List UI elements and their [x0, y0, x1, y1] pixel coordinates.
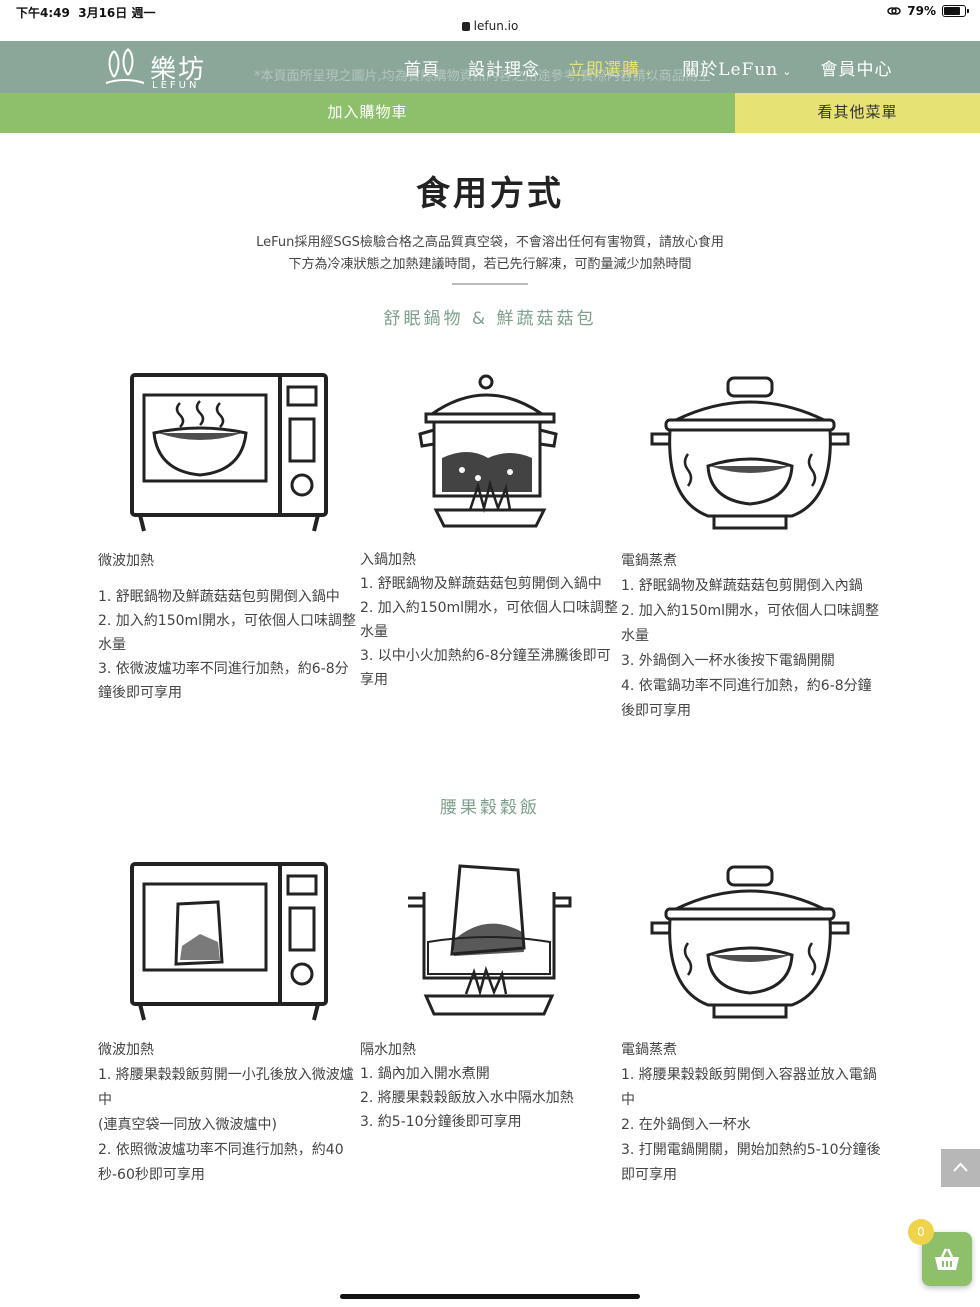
back-to-top-button[interactable] [941, 1149, 980, 1187]
nav-member[interactable]: 會員中心 [820, 60, 893, 80]
step-line: 2. 加入約150ml開水，可依個人口味調整 [621, 603, 880, 619]
step-line: 1. 舒眠鍋物及鮮蔬菇菇包剪開倒入鍋中 [98, 589, 340, 605]
step-line: 1. 將腰果穀穀飯剪開倒入容器並放入電鍋 [621, 1067, 877, 1083]
step-line: 2. 依照微波爐功率不同進行加熱，約40 [98, 1142, 344, 1158]
step-line: (連真空袋一同放入微波爐中) [98, 1117, 277, 1133]
chevron-down-icon: ⌄ [644, 65, 655, 78]
other-menu-button[interactable]: 看其他菜單 [735, 93, 980, 133]
chevron-down-icon: ⌄ [782, 65, 793, 78]
step-card-microwave: 微波加熱 1. 舒眠鍋物及鮮蔬菇菇包剪開倒入鍋中 2. 加入約150ml開水，可… [98, 549, 356, 705]
ghost-notice-text: *本頁面所呈現之圖片,均為實際購物資訊內容之用途參考,實際內容請以商品為主 [254, 69, 711, 84]
step-line: 水量 [98, 637, 126, 653]
step-line: 鐘後即可享用 [98, 685, 182, 701]
step-line: 1. 舒眠鍋物及鮮蔬菇菇包剪開倒入內鍋 [621, 578, 863, 594]
stove-pot-icon [418, 374, 558, 528]
chevron-up-icon [953, 1162, 968, 1172]
nav-home[interactable]: 首頁 [404, 60, 440, 80]
battery-percent: 79% [907, 4, 936, 18]
intro-line: LeFun採用經SGS檢驗合格之高品質真空袋，不會溶出任何有害物質，請放心食用 [256, 235, 724, 250]
logo-mark-icon [105, 48, 145, 84]
nav-design-concept[interactable]: 設計理念 [468, 60, 540, 80]
address-bar[interactable]: lefun.io [0, 19, 980, 33]
step-line: 中 [621, 1092, 635, 1108]
step-line: 1. 舒眠鍋物及鮮蔬菇菇包剪開倒入鍋中 [360, 576, 602, 592]
step-line: 4. 依電鍋功率不同進行加熱，約6-8分鐘 [621, 678, 872, 694]
step-heading: 電鍋蒸煮 [621, 1042, 677, 1058]
step-line: 3. 依微波爐功率不同進行加熱，約6-8分 [98, 661, 349, 677]
rice-cooker-icon [650, 376, 850, 530]
intro-text: LeFun採用經SGS檢驗合格之高品質真空袋，不會溶出任何有害物質，請放心食用 … [0, 232, 980, 276]
action-bar: 加入購物車 看其他菜單 [0, 93, 980, 133]
brand-name-en: LEFUN [152, 80, 200, 91]
section-title-hotpot: 舒眠鍋物 & 鮮蔬菇菇包 [383, 309, 597, 329]
lock-icon [461, 22, 470, 31]
step-line: 水量 [621, 628, 649, 644]
step-line: 2. 加入約150ml開水，可依個人口味調整 [98, 613, 357, 629]
step-card-double-boil: 隔水加熱 1. 鍋內加入開水煮開 2. 將腰果穀穀飯放入水中隔水加熱 3. 約5… [360, 1038, 574, 1134]
site-logo[interactable]: 樂坊 LEFUN [104, 47, 224, 91]
nav-shop-now[interactable]: 立即選購⌄ [568, 60, 655, 80]
page-title: 食用方式 [416, 174, 564, 214]
add-to-cart-button[interactable]: 加入購物車 [0, 93, 735, 133]
step-card-rice-cooker-rice: 電鍋蒸煮 1. 將腰果穀穀飯剪開倒入容器並放入電鍋 中 2. 在外鍋倒入一杯水 … [621, 1038, 881, 1188]
step-card-microwave-rice: 微波加熱 1. 將腰果穀穀飯剪開一小孔後放入微波爐 中 (連真空袋一同放入微波爐… [98, 1038, 354, 1188]
step-heading: 隔水加熱 [360, 1042, 416, 1058]
microwave-bag-icon [130, 862, 328, 1021]
status-bar: 下午4:49 3月16日 週一 lefun.io 79% [0, 0, 980, 40]
microwave-bowl-icon [130, 373, 328, 532]
battery-icon [942, 5, 969, 17]
status-time: 下午4:49 3月16日 週一 [16, 6, 156, 20]
url-text: lefun.io [473, 19, 519, 33]
step-line: 3. 打開電鍋開關，開始加熱約5-10分鐘後 [621, 1142, 881, 1158]
site-header: 樂坊 LEFUN *本頁面所呈現之圖片,均為實際購物資訊內容之用途參考,實際內容… [0, 41, 980, 93]
step-line: 即可享用 [621, 1167, 677, 1183]
step-line: 3. 外鍋倒入一杯水後按下電鍋開關 [621, 653, 835, 669]
step-line: 1. 將腰果穀穀飯剪開一小孔後放入微波爐 [98, 1067, 354, 1083]
step-card-pot: 入鍋加熱 1. 舒眠鍋物及鮮蔬菇菇包剪開倒入鍋中 2. 加入約150ml開水，可… [360, 548, 618, 692]
nav-about[interactable]: 關於LeFun⌄ [682, 60, 793, 80]
title-divider [452, 283, 528, 285]
step-heading: 電鍋蒸煮 [621, 553, 677, 569]
step-heading: 微波加熱 [98, 1042, 154, 1058]
brand-name: 樂坊 [150, 55, 207, 85]
step-line: 3. 以中小火加熱約6-8分鐘至沸騰後即可 [360, 648, 611, 664]
home-indicator[interactable] [340, 1294, 640, 1299]
double-boil-icon [408, 864, 572, 1016]
link-icon [887, 7, 902, 15]
step-line: 3. 約5-10分鐘後即可享用 [360, 1114, 522, 1130]
step-card-rice-cooker: 電鍋蒸煮 1. 舒眠鍋物及鮮蔬菇菇包剪開倒入內鍋 2. 加入約150ml開水，可… [621, 549, 879, 724]
step-line: 水量 [360, 624, 388, 640]
battery-fill [944, 7, 960, 15]
step-line: 2. 將腰果穀穀飯放入水中隔水加熱 [360, 1090, 574, 1106]
step-line: 享用 [360, 672, 388, 688]
step-line: 後即可享用 [621, 703, 691, 719]
step-line: 2. 加入約150ml開水，可依個人口味調整 [360, 600, 619, 616]
intro-line: 下方為冷凍狀態之加熱建議時間，若已先行解凍，可酌量減少加熱時間 [288, 257, 692, 272]
basket-icon [935, 1248, 959, 1270]
step-line: 2. 在外鍋倒入一杯水 [621, 1117, 751, 1133]
main-nav: 首頁 設計理念 立即選購⌄ 關於LeFun⌄ 會員中心 [404, 55, 920, 80]
step-heading: 微波加熱 [98, 553, 154, 569]
cart-count-badge: 0 [908, 1219, 934, 1245]
rice-cooker-icon [650, 865, 850, 1019]
section-title-rice: 腰果穀穀飯 [440, 798, 540, 818]
status-right: 79% [887, 4, 969, 18]
step-line: 1. 鍋內加入開水煮開 [360, 1066, 490, 1082]
step-line: 秒-60秒即可享用 [98, 1167, 205, 1183]
step-heading: 入鍋加熱 [360, 552, 416, 568]
step-line: 中 [98, 1092, 112, 1108]
